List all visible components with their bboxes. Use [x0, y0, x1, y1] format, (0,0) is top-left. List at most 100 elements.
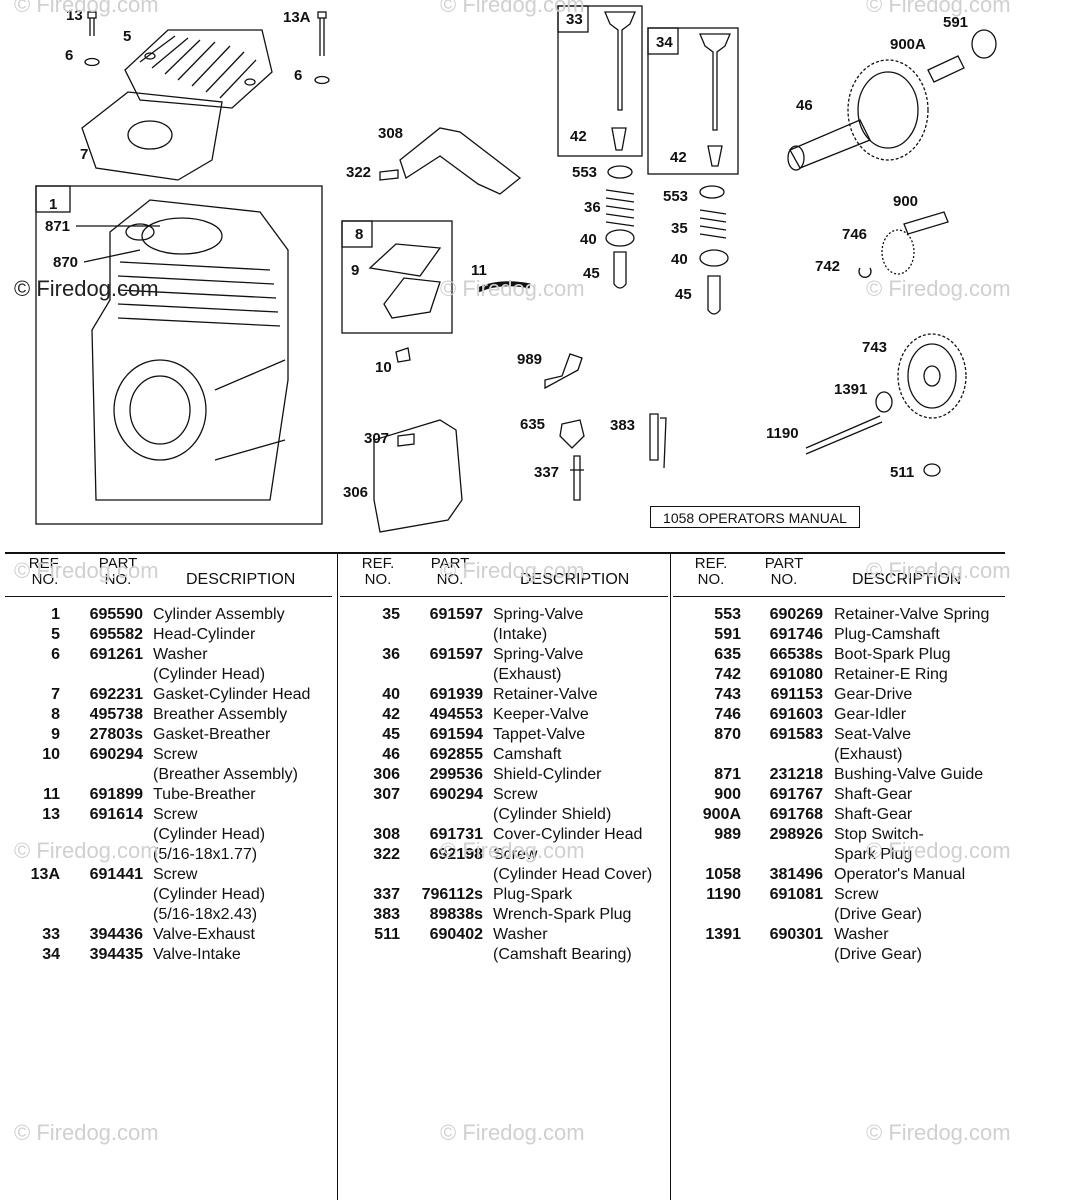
header-text: PART	[98, 555, 138, 572]
cylinder-shield-306-part	[373, 419, 463, 533]
ref-number: 746	[714, 706, 741, 723]
ref-number: 871	[714, 766, 741, 783]
part-number: 690301	[769, 926, 823, 943]
part-description: Gasket-Cylinder Head	[153, 685, 310, 705]
ref-number: 383	[373, 906, 400, 923]
description-line: Breather Assembly	[153, 706, 288, 723]
watermark: © Firedog.com	[14, 838, 159, 863]
callout-9: 9	[351, 262, 360, 279]
callout-591: 591	[943, 14, 969, 31]
intake-box-tag	[647, 27, 679, 55]
part-description: Gear-Idler	[834, 705, 906, 725]
part-number: 691597	[429, 606, 483, 623]
header-text: NO.	[436, 571, 464, 588]
watermark: © Firedog.com	[14, 276, 159, 301]
part-number: 690294	[89, 746, 143, 763]
description-line: Plug-Spark	[493, 886, 573, 903]
description-line: (Camshaft Bearing)	[493, 946, 632, 963]
description-line: Screw	[493, 846, 538, 863]
ref-no-header: REF. NO.	[20, 556, 70, 588]
description-line: Spark Plug	[834, 846, 913, 863]
breather-assembly-box	[341, 220, 453, 334]
part-description: Bushing-Valve Guide	[834, 765, 983, 785]
part-description: Screw(Cylinder Head Cover)	[493, 845, 652, 885]
description-line: Retainer-E Ring	[834, 666, 948, 683]
description-line: Boot-Spark Plug	[834, 646, 951, 663]
description-line: Screw	[834, 886, 879, 903]
part-number: 691594	[429, 726, 483, 743]
ref-number: 1	[51, 606, 60, 623]
part-description: Retainer-Valve	[493, 685, 598, 705]
callout-337: 337	[534, 464, 560, 481]
part-number: 691081	[769, 886, 823, 903]
part-number: 691441	[89, 866, 143, 883]
callout-42: 42	[570, 128, 587, 145]
washer-6-right-part	[314, 75, 330, 85]
callout-6: 6	[294, 67, 303, 84]
part-description: Head-Cylinder	[153, 625, 255, 645]
part-description: Spring-Valve(Intake)	[493, 605, 583, 645]
part-no-header: PART NO.	[754, 556, 814, 588]
ref-number: 306	[373, 766, 400, 783]
callout-8: 8	[355, 226, 364, 243]
ref-number: 33	[42, 926, 60, 943]
callout-36: 36	[584, 199, 601, 216]
part-number: 381496	[769, 866, 823, 883]
part-description: Keeper-Valve	[493, 705, 589, 725]
spring-36-part	[605, 189, 635, 227]
ref-number: 635	[714, 646, 741, 663]
retainer-553-left-part	[607, 165, 633, 179]
ref-no-header: REF. NO.	[353, 556, 403, 588]
cylinder-head-5-part	[124, 29, 273, 109]
screw-1190-part	[805, 415, 883, 455]
description-line: (5/16-18x1.77)	[153, 846, 258, 863]
part-number: 691767	[769, 786, 823, 803]
ref-number: 5	[51, 626, 60, 643]
callout-33: 33	[566, 11, 583, 28]
ref-number: 11	[43, 786, 60, 803]
ref-number: 742	[714, 666, 741, 683]
ref-number: 743	[714, 686, 741, 703]
description-header: DESCRIPTION	[520, 571, 630, 588]
watermark: © Firedog.com	[440, 838, 585, 863]
callout-42: 42	[670, 149, 687, 166]
part-number: 691080	[769, 666, 823, 683]
callout-10: 10	[375, 359, 392, 376]
callout-553: 553	[572, 164, 598, 181]
exhaust-valve-33-part	[604, 11, 636, 151]
screw-307-part	[397, 433, 415, 447]
cylinder-block-part	[91, 199, 289, 501]
description-line: Screw	[153, 866, 198, 883]
description-line: Gasket-Breather	[153, 726, 271, 743]
callout-1: 1	[49, 196, 58, 213]
callout-13a: 13A	[283, 9, 311, 26]
watermark: © Firedog.com	[440, 1120, 585, 1145]
ref-number: 1058	[705, 866, 741, 883]
exhaust-valve-box	[557, 5, 643, 157]
intake-valve-box	[647, 27, 739, 175]
part-description: Screw(Drive Gear)	[834, 885, 922, 925]
part-description: Shield-Cylinder	[493, 765, 602, 785]
watermark: © Firedog.com	[14, 558, 159, 583]
description-line: Head-Cylinder	[153, 626, 256, 643]
description-line: Shield-Cylinder	[493, 766, 602, 783]
description-line: Screw	[153, 746, 198, 763]
part-number: 691583	[769, 726, 823, 743]
ref-number: 40	[382, 686, 400, 703]
ref-number: 7	[51, 686, 60, 703]
washer-6-left-part	[84, 57, 100, 67]
part-number: 691261	[89, 646, 143, 663]
header-text: REF.	[361, 555, 395, 572]
part-description: Valve-Exhaust	[153, 925, 255, 945]
spring-35-part	[699, 209, 727, 239]
header-rule	[5, 596, 332, 597]
spark-wrench-383-part	[649, 413, 667, 469]
ref-number: 337	[373, 886, 400, 903]
callout-40: 40	[671, 251, 688, 268]
part-number: 690402	[429, 926, 483, 943]
part-description: Breather Assembly	[153, 705, 287, 725]
part-number: 796112s	[421, 886, 483, 903]
part-description: Seat-Valve(Exhaust)	[834, 725, 911, 765]
